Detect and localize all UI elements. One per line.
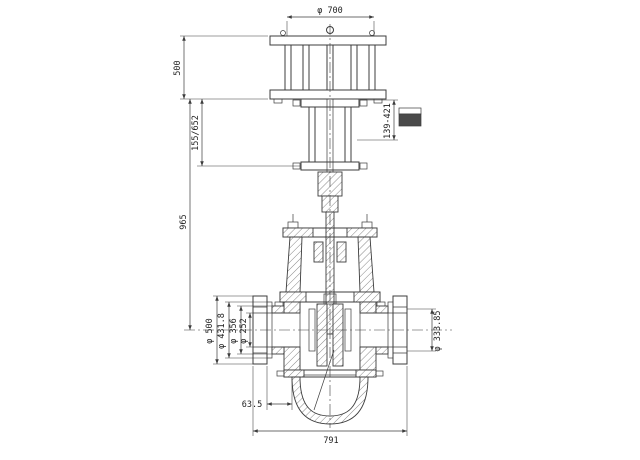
gate-disc-left <box>316 303 328 367</box>
dim-flange-od-label: φ 500 <box>205 318 215 344</box>
bonnet <box>282 214 378 293</box>
dim-bore-dia-label: φ 252 <box>239 318 249 344</box>
bonnet-flange-section-left <box>282 227 314 238</box>
cover-bolt-right <box>375 370 384 377</box>
pipe-wall-left-top <box>271 305 285 314</box>
yoke-tube <box>308 107 352 162</box>
body-wall-right-upper <box>359 301 377 314</box>
plate-bolt-right <box>373 98 383 104</box>
bottom-dome <box>291 376 369 425</box>
centerlines <box>184 24 452 428</box>
mount-plate-top <box>269 35 387 46</box>
dim-raised-face-od-label: φ 431.8 <box>217 313 227 349</box>
support-columns <box>284 45 376 90</box>
plate-bolt-left <box>273 98 283 104</box>
packing-right <box>336 241 347 263</box>
stem-lines <box>326 99 334 172</box>
dim-actuator-height-label: 500 <box>173 60 183 75</box>
yoke-bolt-top-right <box>359 99 368 107</box>
body-wall-left-upper <box>283 301 301 314</box>
yoke-bolt-bottom-right <box>359 162 368 170</box>
extension-lines <box>180 21 436 436</box>
body-top-flange-section-right <box>353 291 381 303</box>
dim-travel-range-label: 139-421 <box>383 103 393 139</box>
bonnet-wall-right <box>357 236 375 293</box>
marker-stamp <box>398 107 422 127</box>
dim-top-flange-dia-label: φ 700 <box>317 6 343 16</box>
bonnet-studs <box>292 214 368 222</box>
stamp-body <box>398 113 422 127</box>
dim-center-height-label: 965 <box>179 214 189 229</box>
cover-joint-section-right <box>355 369 377 378</box>
packing-left <box>313 241 324 263</box>
dim-cover-offset-label: 63.5 <box>242 400 262 410</box>
gate-disc-right <box>332 303 344 367</box>
dim-right-port-dia-label: φ 333.85 <box>433 311 443 352</box>
gate-guide-line <box>313 349 335 411</box>
bore-lines <box>253 306 407 354</box>
bonnet-nut-right <box>361 221 373 229</box>
dim-face-to-face-label: 791 <box>323 436 338 446</box>
pipe-wall-right-top <box>375 305 389 314</box>
actuator-mount <box>269 26 387 104</box>
cover-joint-section-left <box>283 369 305 378</box>
bottom-cover <box>276 369 384 425</box>
pipe-wall-right-bottom <box>375 346 389 355</box>
top-bolt-left <box>280 30 286 36</box>
mount-plate-bottom <box>269 89 387 100</box>
bonnet-nut-left <box>287 221 299 229</box>
body-top-flange-section-left <box>279 291 307 303</box>
cover-bolt-left <box>276 370 285 377</box>
bonnet-flange-section-right <box>346 227 378 238</box>
yoke-bolt-top-left <box>292 99 301 107</box>
dim-stroke-range-label: 155/652 <box>191 115 201 151</box>
dim-pipe-od-label: φ 356 <box>229 318 239 344</box>
pipe-wall-left-bottom <box>271 346 285 355</box>
bonnet-wall-left <box>285 236 303 293</box>
stamp-header <box>398 107 422 115</box>
dimensions: φ 700 500 155/652 965 139-421 φ 500 φ 43… <box>173 6 443 446</box>
